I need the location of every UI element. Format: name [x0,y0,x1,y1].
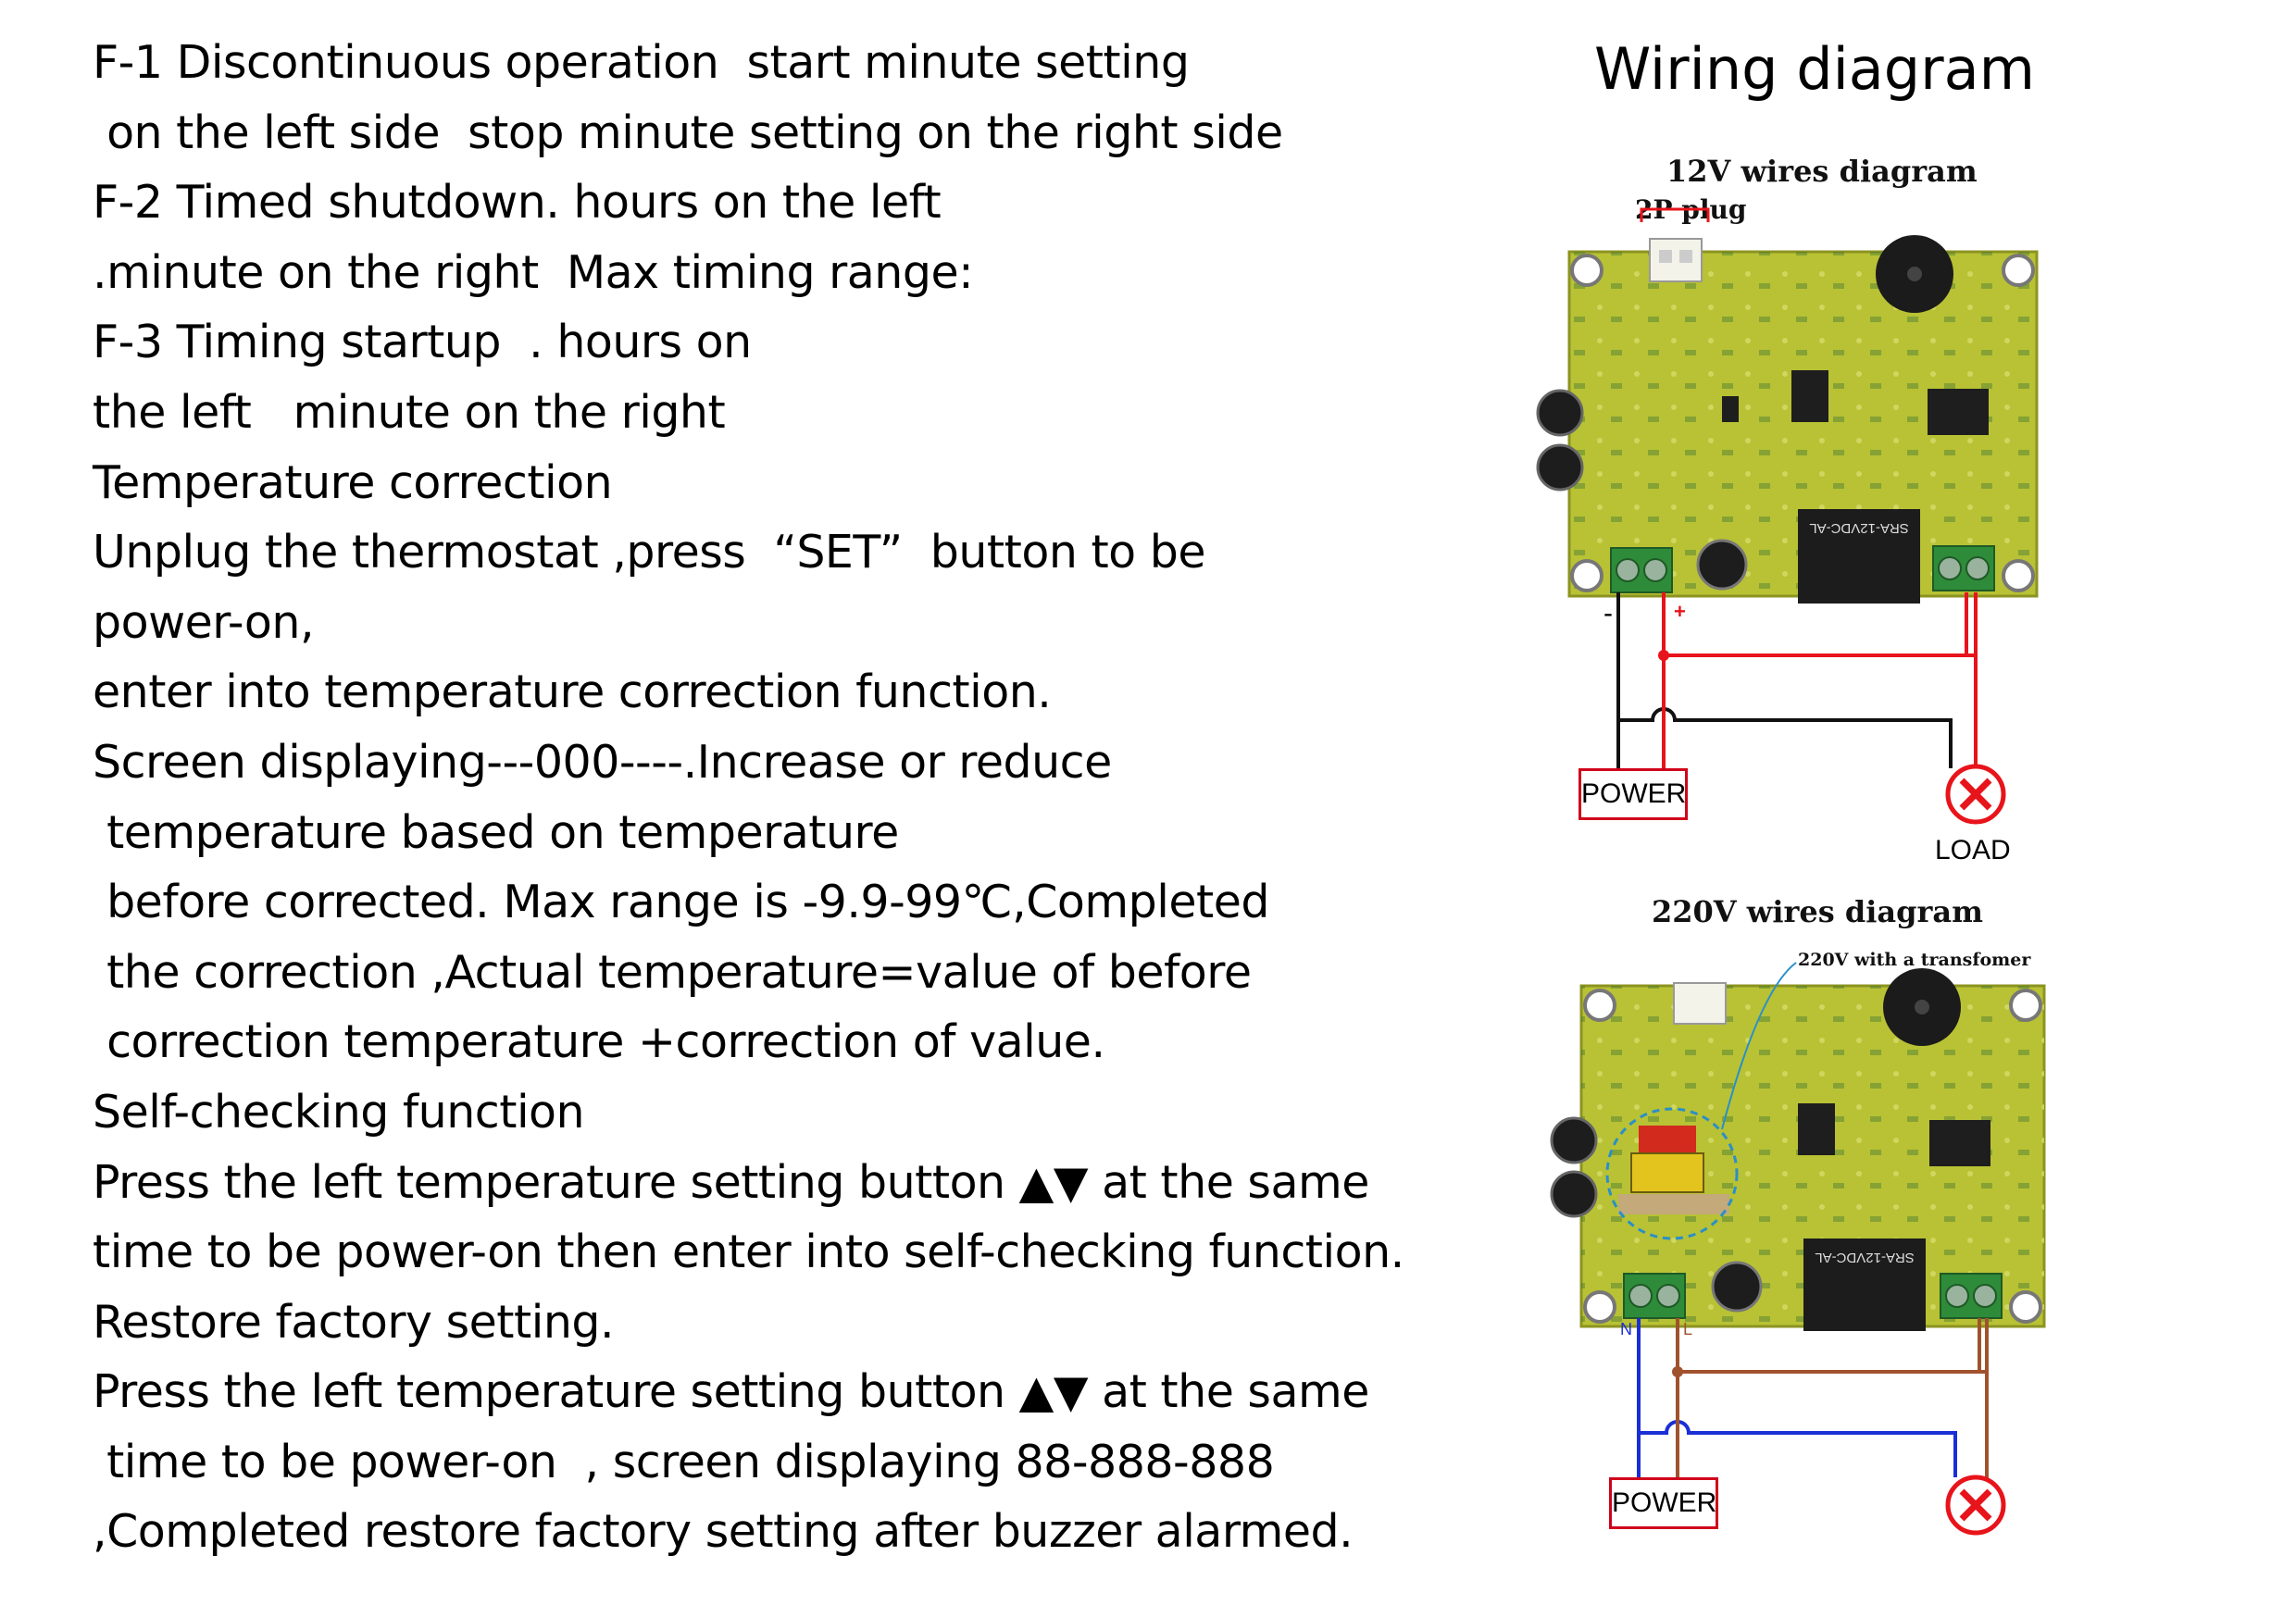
instruction-line: time to be power-on , screen displaying … [93,1435,1275,1488]
12v-pcb-board: SRA-12VDC-AL [1536,207,2039,604]
instruction-line: Screen displaying---000----.Increase or … [93,735,1112,789]
instructions-text: F-1 Discontinuous operation start minute… [93,28,1404,1567]
instruction-line: Restore factory setting. [93,1295,615,1349]
instruction-line: Temperature correction [93,455,613,509]
instruction-line: ,Completed restore factory setting after… [93,1505,1354,1559]
instruction-line: Self-checking function [93,1085,585,1139]
instruction-line: Press the left temperature setting butto… [93,1155,1369,1209]
load-icon [1945,764,2006,825]
instruction-line: enter into temperature correction functi… [93,666,1052,719]
load-icon-220 [1945,1475,2006,1536]
wiring-diagram-title: Wiring diagram [1593,35,2036,103]
instruction-line: Press the left temperature setting butto… [93,1365,1369,1419]
instruction-line: F-3 Timing startup . hours on [93,316,752,369]
plus-label: + [1674,600,1686,623]
power-label-220v: POWER [1609,1477,1718,1529]
instruction-line: F-1 Discontinuous operation start minute… [93,36,1190,89]
12v-diagram-title: 12V wires diagram [1666,154,1978,189]
minus-label: - [1603,598,1613,629]
l-label: L [1683,1320,1692,1338]
instruction-line: the left minute on the right [93,385,726,439]
220v-wiring [1637,1318,1989,1479]
220v-diagram-title: 220V wires diagram [1652,894,1983,929]
instruction-line: .minute on the right Max timing range: [93,245,974,299]
12v-wiring [1616,592,1978,768]
load-label: LOAD [1935,835,2011,865]
transformer-label: 220V with a transfomer [1798,950,2031,970]
instruction-line: before corrected. Max range is -9.9-99℃,… [93,876,1269,929]
relay-label: SRA-12VDC-AL [1809,520,1909,536]
instruction-line: the correction ,Actual temperature=value… [93,945,1252,999]
instruction-line: Unplug the thermostat ,press “SET” butto… [93,526,1205,579]
relay-label-220: SRA-12VDC-AL [1815,1250,1915,1265]
instruction-line: power-on, [93,595,315,649]
instruction-line: on the left side stop minute setting on … [93,106,1283,159]
220v-pcb-board: SRA-12VDC-AL [1550,962,2046,1331]
n-label: N [1620,1320,1632,1338]
instruction-line: temperature based on temperature [93,805,899,859]
power-label-12v: POWER [1578,768,1688,820]
instruction-line: correction temperature +correction of va… [93,1015,1105,1069]
instruction-line: time to be power-on then enter into self… [93,1226,1404,1279]
instruction-line: F-2 Timed shutdown. hours on the left [93,176,942,230]
